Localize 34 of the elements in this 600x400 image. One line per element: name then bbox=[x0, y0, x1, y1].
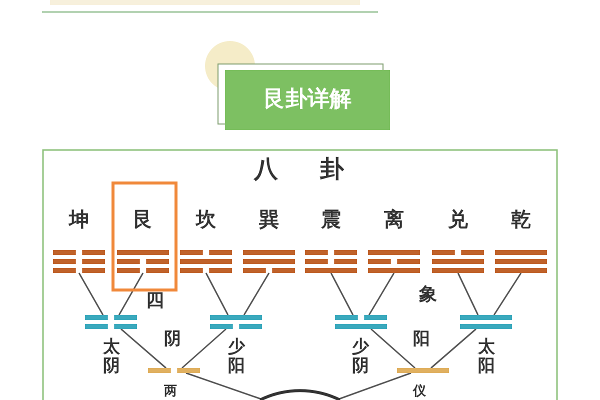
connector-line bbox=[457, 272, 479, 316]
bigram-label: 太阳 bbox=[478, 338, 495, 376]
trigram-name: 坤 bbox=[67, 206, 90, 233]
trigram-name: 兑 bbox=[447, 206, 469, 233]
connector-line bbox=[243, 272, 270, 316]
bigram-label: 少阳 bbox=[228, 338, 245, 376]
connector-line bbox=[118, 272, 144, 316]
label: 八 bbox=[254, 157, 278, 181]
trigram-name: 艮 bbox=[132, 206, 154, 233]
line-label: 阳 bbox=[413, 330, 430, 349]
connector-line bbox=[370, 328, 416, 369]
label: 仪 bbox=[413, 385, 426, 398]
title-banner: 艮卦详解 bbox=[225, 70, 390, 130]
trigram-name: 巽 bbox=[258, 206, 280, 233]
line-label: 阴 bbox=[164, 330, 181, 349]
trigram-name: 震 bbox=[320, 206, 342, 233]
connector-line bbox=[186, 372, 262, 400]
trigram-name: 坎 bbox=[194, 206, 217, 233]
connector-line bbox=[78, 272, 104, 316]
bigram-label: 太阴 bbox=[103, 338, 120, 376]
connector-line bbox=[205, 272, 229, 316]
bigram-label: 少阴 bbox=[352, 338, 369, 376]
connector-line bbox=[368, 272, 395, 316]
connector-line bbox=[493, 272, 522, 316]
label: 四 bbox=[146, 292, 164, 310]
connector-line bbox=[330, 272, 354, 316]
connector-line bbox=[182, 328, 226, 369]
connector-line bbox=[120, 328, 166, 369]
trigram-name: 离 bbox=[383, 206, 405, 233]
label: 象 bbox=[419, 286, 437, 304]
connector-line bbox=[430, 328, 476, 369]
connector-line bbox=[338, 372, 412, 400]
label: 卦 bbox=[320, 157, 344, 181]
trigram-name: 乾 bbox=[510, 206, 532, 233]
